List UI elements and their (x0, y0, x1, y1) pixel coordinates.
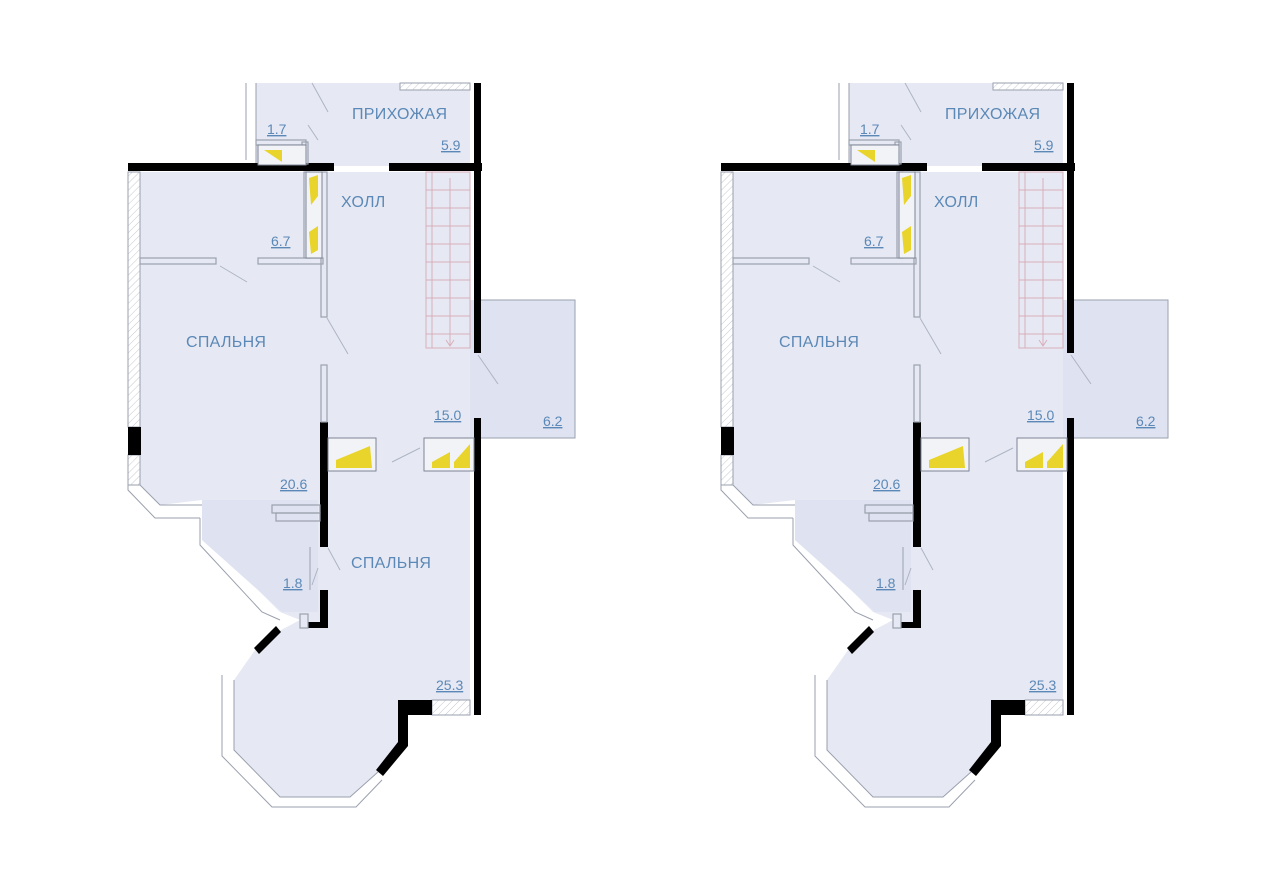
area-bedroom-2: 25.3 (1029, 677, 1056, 693)
area-bedroom-2: 25.3 (436, 677, 463, 693)
plan-2-labels: ПРИХОЖАЯ 5.9 1.7 ХОЛЛ 15.0 6.7 СПАЛЬНЯ 2… (779, 106, 1156, 693)
area-bathroom: 1.8 (283, 575, 303, 591)
floor-plan-1 (127, 82, 576, 808)
area-bedroom-1: 20.6 (280, 476, 307, 492)
area-hallway: 5.9 (1034, 137, 1054, 153)
area-balcony: 6.2 (1136, 413, 1156, 429)
area-bedroom-1: 20.6 (873, 476, 900, 492)
room-name-bedroom-1: СПАЛЬНЯ (186, 334, 266, 351)
room-name-hall: ХОЛЛ (341, 194, 386, 211)
floor-plan-2 (720, 82, 1169, 808)
room-name-bedroom-1: СПАЛЬНЯ (779, 334, 859, 351)
area-wardrobe: 6.7 (864, 233, 884, 249)
area-wardrobe: 6.7 (271, 233, 291, 249)
plan-1-labels: ПРИХОЖАЯ 5.9 1.7 ХОЛЛ 15.0 6.7 СПАЛЬНЯ 2… (186, 106, 563, 693)
room-name-hall: ХОЛЛ (934, 194, 979, 211)
room-name-hallway: ПРИХОЖАЯ (945, 106, 1040, 123)
area-closet: 1.7 (860, 121, 880, 137)
area-hallway: 5.9 (441, 137, 461, 153)
area-bathroom: 1.8 (876, 575, 896, 591)
area-hall: 15.0 (434, 407, 461, 423)
area-closet: 1.7 (267, 121, 287, 137)
area-balcony: 6.2 (543, 413, 563, 429)
room-name-bedroom-2: СПАЛЬНЯ (351, 555, 431, 572)
area-hall: 15.0 (1027, 407, 1054, 423)
room-name-hallway: ПРИХОЖАЯ (352, 106, 447, 123)
